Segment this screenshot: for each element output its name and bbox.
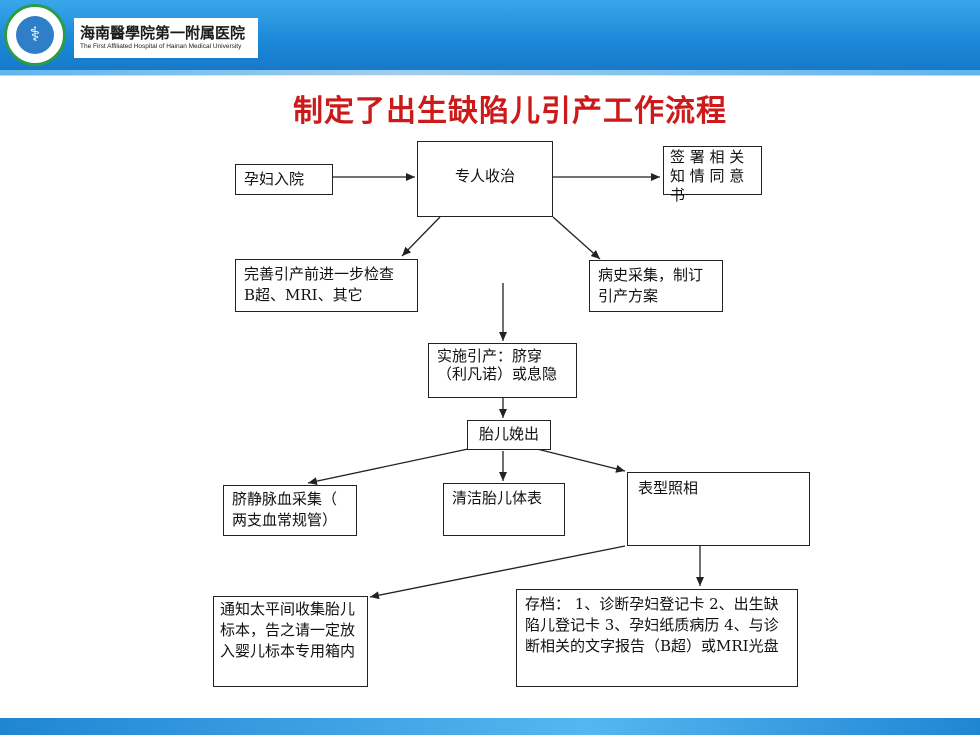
arrow-care-to-history bbox=[552, 216, 601, 260]
arrow-care-to-exams bbox=[401, 216, 441, 257]
hospital-name-en: The First Affiliated Hospital of Hainan … bbox=[80, 43, 242, 50]
flow-box-photo: 表型照相 bbox=[627, 472, 810, 546]
hospital-nameplate: 海南醫學院第一附属医院 The First Affiliated Hospita… bbox=[74, 18, 258, 58]
flow-box-admission: 孕妇入院 bbox=[235, 164, 333, 195]
flow-box-exams: 完善引产前进一步检查 B超、MRI、其它 bbox=[235, 259, 418, 312]
flow-box-dedicated-care: 专人收治 bbox=[417, 141, 553, 217]
arrow-delivery-to-blood bbox=[307, 448, 469, 486]
flow-box-archive: 存档： 1、诊断孕妇登记卡 2、出生缺陷儿登记卡 3、孕妇纸质病历 4、与诊断相… bbox=[516, 589, 798, 687]
flow-box-consent: 签 署 相 关 知 情 同 意 书 bbox=[663, 146, 762, 204]
hospital-emblem-icon: ⚕ bbox=[4, 4, 66, 66]
flow-box-blood-sample: 脐静脉血采集（ 两支血常规管） bbox=[223, 485, 357, 536]
header-stripe bbox=[0, 70, 980, 76]
flow-box-delivery: 胎儿娩出 bbox=[467, 420, 551, 450]
footer-bar bbox=[0, 718, 980, 735]
hospital-name-cn: 海南醫學院第一附属医院 bbox=[80, 24, 246, 42]
flow-box-clean-fetus: 清洁胎儿体表 bbox=[443, 483, 565, 536]
flow-box-history: 病史采集，制订 引产方案 bbox=[589, 260, 723, 312]
flow-box-induction: 实施引产：脐穿（利凡诺）或息隐 bbox=[428, 343, 577, 398]
arrow-delivery-to-photo bbox=[536, 448, 626, 473]
flow-box-mortuary: 通知太平间收集胎儿标本，告之请一定放入婴儿标本专用箱内 bbox=[213, 596, 368, 687]
slide-title: 制定了出生缺陷儿引产工作流程 bbox=[293, 94, 727, 129]
arrow-photo-to-mortuary bbox=[369, 545, 626, 600]
